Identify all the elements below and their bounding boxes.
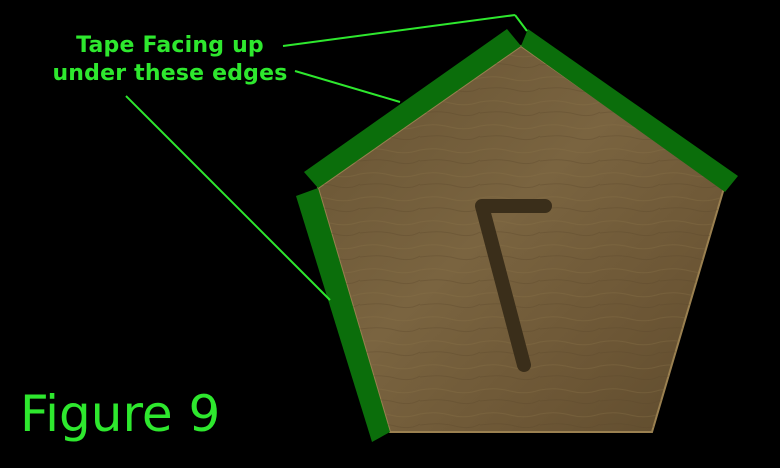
- tape-strip-left: [296, 188, 390, 442]
- leader-line-top: [282, 14, 516, 47]
- slot-cutout: [475, 199, 552, 372]
- figure-label: Figure 9: [20, 385, 221, 443]
- tape-strip-upper-right: [521, 29, 738, 192]
- leader-line-middle: [294, 70, 401, 103]
- leader-line-lower: [125, 95, 331, 301]
- tape-strip-upper-left: [304, 29, 521, 188]
- callout-line-2: under these edges: [52, 61, 288, 86]
- leader-line-top-drop: [514, 14, 528, 32]
- wood-grain-texture: [318, 46, 724, 432]
- callout-line-1: Tape Facing up: [76, 33, 264, 58]
- tape-callout: Tape Facing up under these edges: [30, 32, 310, 88]
